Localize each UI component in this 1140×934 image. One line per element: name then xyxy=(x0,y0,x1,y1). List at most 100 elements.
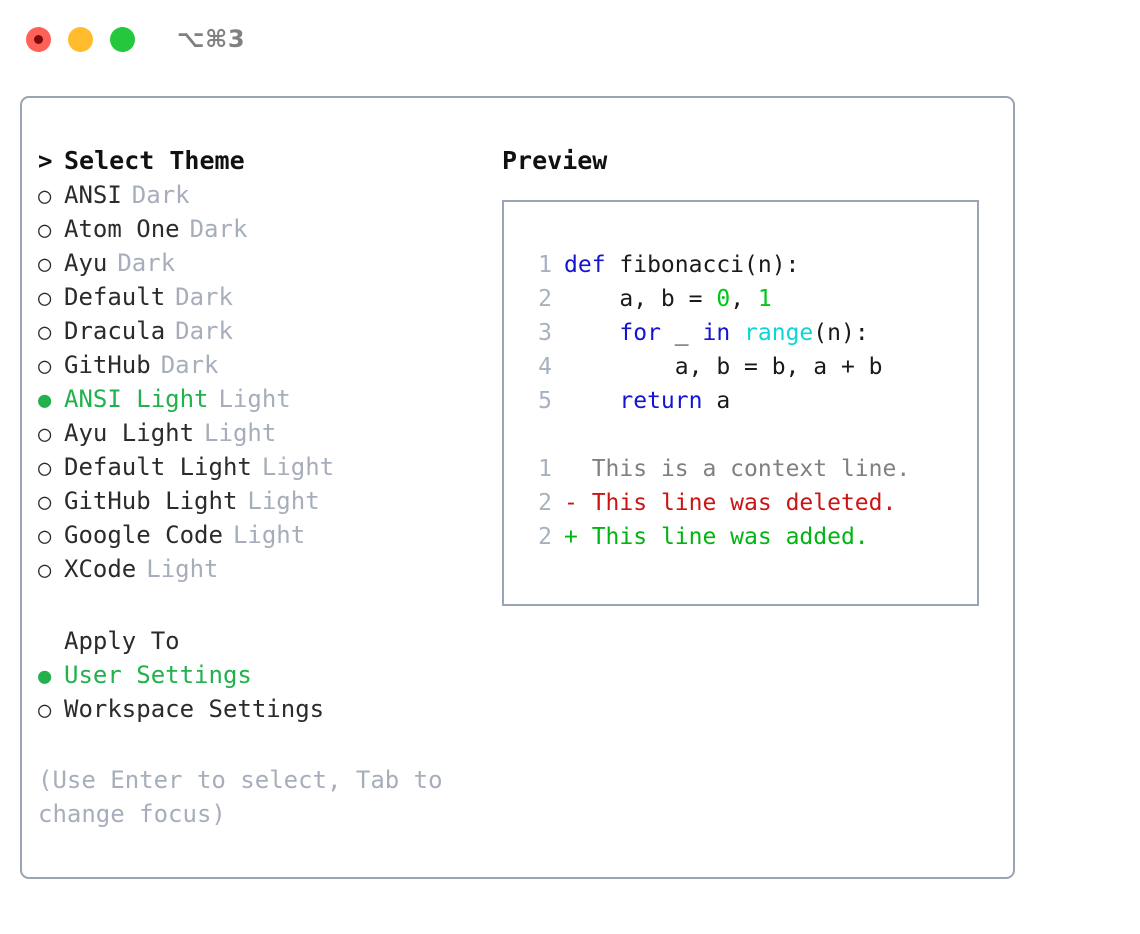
radio-selected-icon[interactable]: ● xyxy=(38,664,52,689)
code-line-number: 1 xyxy=(538,252,552,278)
theme-kind-badge: Light xyxy=(247,487,320,515)
apply-to-option[interactable]: ○ Workspace Settings xyxy=(38,692,478,726)
theme-name-label: ANSI xyxy=(64,181,122,209)
code-token: 1 xyxy=(757,286,772,312)
apply-to-label: Workspace Settings xyxy=(64,695,325,723)
theme-kind-badge: Dark xyxy=(160,351,219,379)
diff-text: This is a context line. xyxy=(577,456,911,482)
code-token: in xyxy=(702,320,731,346)
diff-line-number: 2 xyxy=(538,490,552,516)
close-button-icon[interactable] xyxy=(26,26,51,52)
radio-unselected-icon[interactable]: ○ xyxy=(38,698,52,723)
code-token: for xyxy=(619,320,661,346)
radio-unselected-icon[interactable]: ○ xyxy=(38,354,52,379)
code-token: a, b = xyxy=(564,286,717,312)
theme-name-label: Default Light xyxy=(64,453,252,481)
diff-sample: 1 This is a context line.2- This line wa… xyxy=(522,452,977,554)
theme-list-item[interactable]: ○ Default Dark xyxy=(38,280,478,314)
theme-list-item[interactable]: ○ XCode Light xyxy=(38,552,478,586)
theme-name-label: Ayu xyxy=(64,249,108,277)
code-token: 0 xyxy=(716,286,731,312)
apply-to-header: Apply To xyxy=(38,624,478,658)
theme-kind-badge: Dark xyxy=(131,181,190,209)
theme-list-item[interactable]: ○ Ayu Dark xyxy=(38,246,478,280)
diff-marker: - xyxy=(564,490,578,516)
theme-list-item[interactable]: ○ Google Code Light xyxy=(38,518,478,552)
theme-kind-badge: Light xyxy=(232,521,306,549)
diff-line: 2- This line was deleted. xyxy=(522,486,977,520)
theme-name-label: GitHub Light xyxy=(64,487,238,515)
radio-unselected-icon[interactable]: ○ xyxy=(38,184,52,209)
theme-name-label: Default xyxy=(64,283,166,311)
window-title: ⌥⌘3 xyxy=(177,25,246,53)
minimize-button-icon[interactable] xyxy=(68,26,93,52)
code-line: 2 a, b = 0, 1 xyxy=(522,282,977,316)
code-token: range xyxy=(744,320,814,346)
theme-list-item[interactable]: ○ Atom One Dark xyxy=(38,212,478,246)
diff-marker xyxy=(564,452,578,486)
theme-name-label: XCode xyxy=(64,555,137,583)
theme-kind-badge: Dark xyxy=(189,215,248,243)
apply-to-label: User Settings xyxy=(64,661,252,689)
code-token: return xyxy=(619,388,703,414)
theme-list-title: Select Theme xyxy=(64,146,245,175)
selection-caret-icon: > xyxy=(38,147,53,175)
radio-unselected-icon[interactable]: ○ xyxy=(38,456,52,481)
diff-line: 2 + This line was added. xyxy=(522,520,977,554)
theme-name-label: Google Code xyxy=(64,521,223,549)
code-line: 3 for _ in range(n): xyxy=(522,316,977,350)
theme-name-label: Ayu Light xyxy=(64,419,195,447)
apply-to-option[interactable]: ● User Settings xyxy=(38,658,478,692)
radio-unselected-icon[interactable]: ○ xyxy=(38,286,52,311)
theme-list-item[interactable]: ○ Default Light Light xyxy=(38,450,478,484)
theme-name-label: Atom One xyxy=(64,215,180,243)
radio-unselected-icon[interactable]: ○ xyxy=(38,252,52,277)
code-line-number: 4 xyxy=(538,354,552,380)
code-token xyxy=(564,384,619,418)
theme-list-item[interactable]: ○ GitHub Dark xyxy=(38,348,478,382)
theme-kind-badge: Dark xyxy=(175,283,233,311)
theme-kind-badge: Dark xyxy=(117,249,176,277)
theme-kind-badge: Light xyxy=(218,385,291,413)
apply-to-list: ● User Settings ○ Workspace Settings xyxy=(38,658,478,726)
window-titlebar: ⌥⌘3 xyxy=(0,0,1140,78)
theme-kind-badge: Light xyxy=(146,555,219,583)
section-spacer xyxy=(38,586,478,624)
radio-unselected-icon[interactable]: ○ xyxy=(38,218,52,243)
code-line: 5 return a xyxy=(522,384,977,418)
diff-marker: + xyxy=(564,524,578,550)
preview-title: Preview xyxy=(502,146,608,175)
theme-kind-badge: Light xyxy=(204,419,277,447)
radio-unselected-icon[interactable]: ○ xyxy=(38,524,52,549)
code-line: 4 a, b = b, a + b xyxy=(522,350,977,384)
diff-line: 1 This is a context line. xyxy=(522,452,977,486)
theme-kind-badge: Light xyxy=(261,453,335,481)
theme-name-label: GitHub xyxy=(64,351,151,379)
diff-line-number: 2 xyxy=(538,524,552,550)
radio-unselected-icon[interactable]: ○ xyxy=(38,490,52,515)
radio-selected-icon[interactable]: ● xyxy=(38,388,52,413)
theme-list-item[interactable]: ○ GitHub Light Light xyxy=(38,484,478,518)
code-line-number: 5 xyxy=(538,388,552,414)
radio-unselected-icon[interactable]: ○ xyxy=(38,320,52,345)
code-token: fibonacci(n): xyxy=(619,252,800,278)
radio-unselected-icon[interactable]: ○ xyxy=(38,558,52,583)
zoom-button-icon[interactable] xyxy=(110,26,135,52)
code-token: (n): xyxy=(813,320,869,346)
theme-list-item[interactable]: ○ ANSI Dark xyxy=(38,178,478,212)
apply-to-title: Apply To xyxy=(64,627,180,655)
diff-text: This line was added. xyxy=(577,524,869,550)
diff-text: This line was deleted. xyxy=(577,490,897,516)
radio-unselected-icon[interactable]: ○ xyxy=(38,422,52,447)
theme-list-item[interactable]: ○ Ayu Light Light xyxy=(38,416,478,450)
